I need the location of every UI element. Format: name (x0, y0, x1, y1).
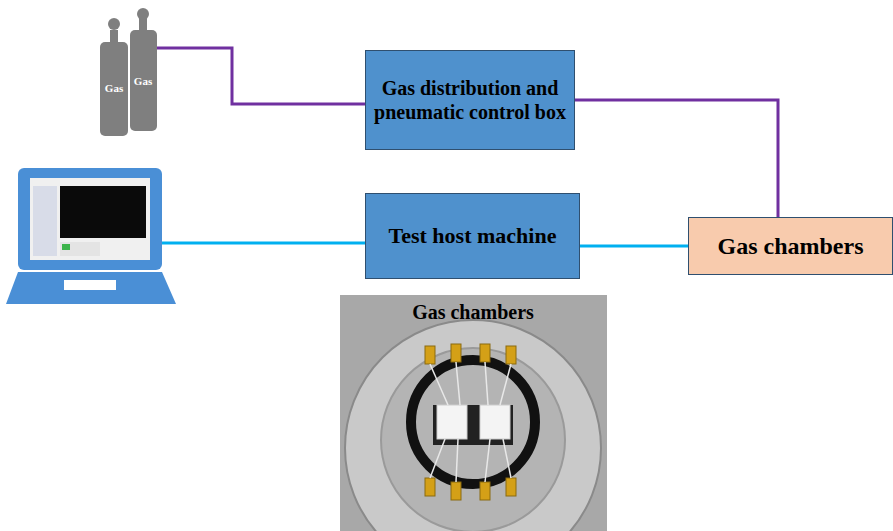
data-cable (162, 242, 365, 245)
chamber-photo (340, 295, 607, 531)
box-text: Test host machine (389, 223, 557, 249)
box-text: Gas chambers (718, 232, 864, 261)
process-box: Gas distribution and pneumatic control b… (365, 50, 575, 150)
cylinder-label: Gas (105, 82, 123, 94)
photo-caption: Gas chambers (412, 301, 534, 324)
chamber-box: Gas chambers (688, 217, 893, 275)
gas-cylinders (100, 8, 157, 136)
connector-line (575, 100, 778, 217)
connector-line (580, 245, 688, 248)
process-box: Test host machine (365, 193, 580, 279)
laptop-icon (6, 168, 176, 304)
box-text: Gas distribution and pneumatic control b… (374, 76, 566, 124)
cylinder-label: Gas (134, 75, 152, 87)
gas-pipe (157, 48, 365, 104)
